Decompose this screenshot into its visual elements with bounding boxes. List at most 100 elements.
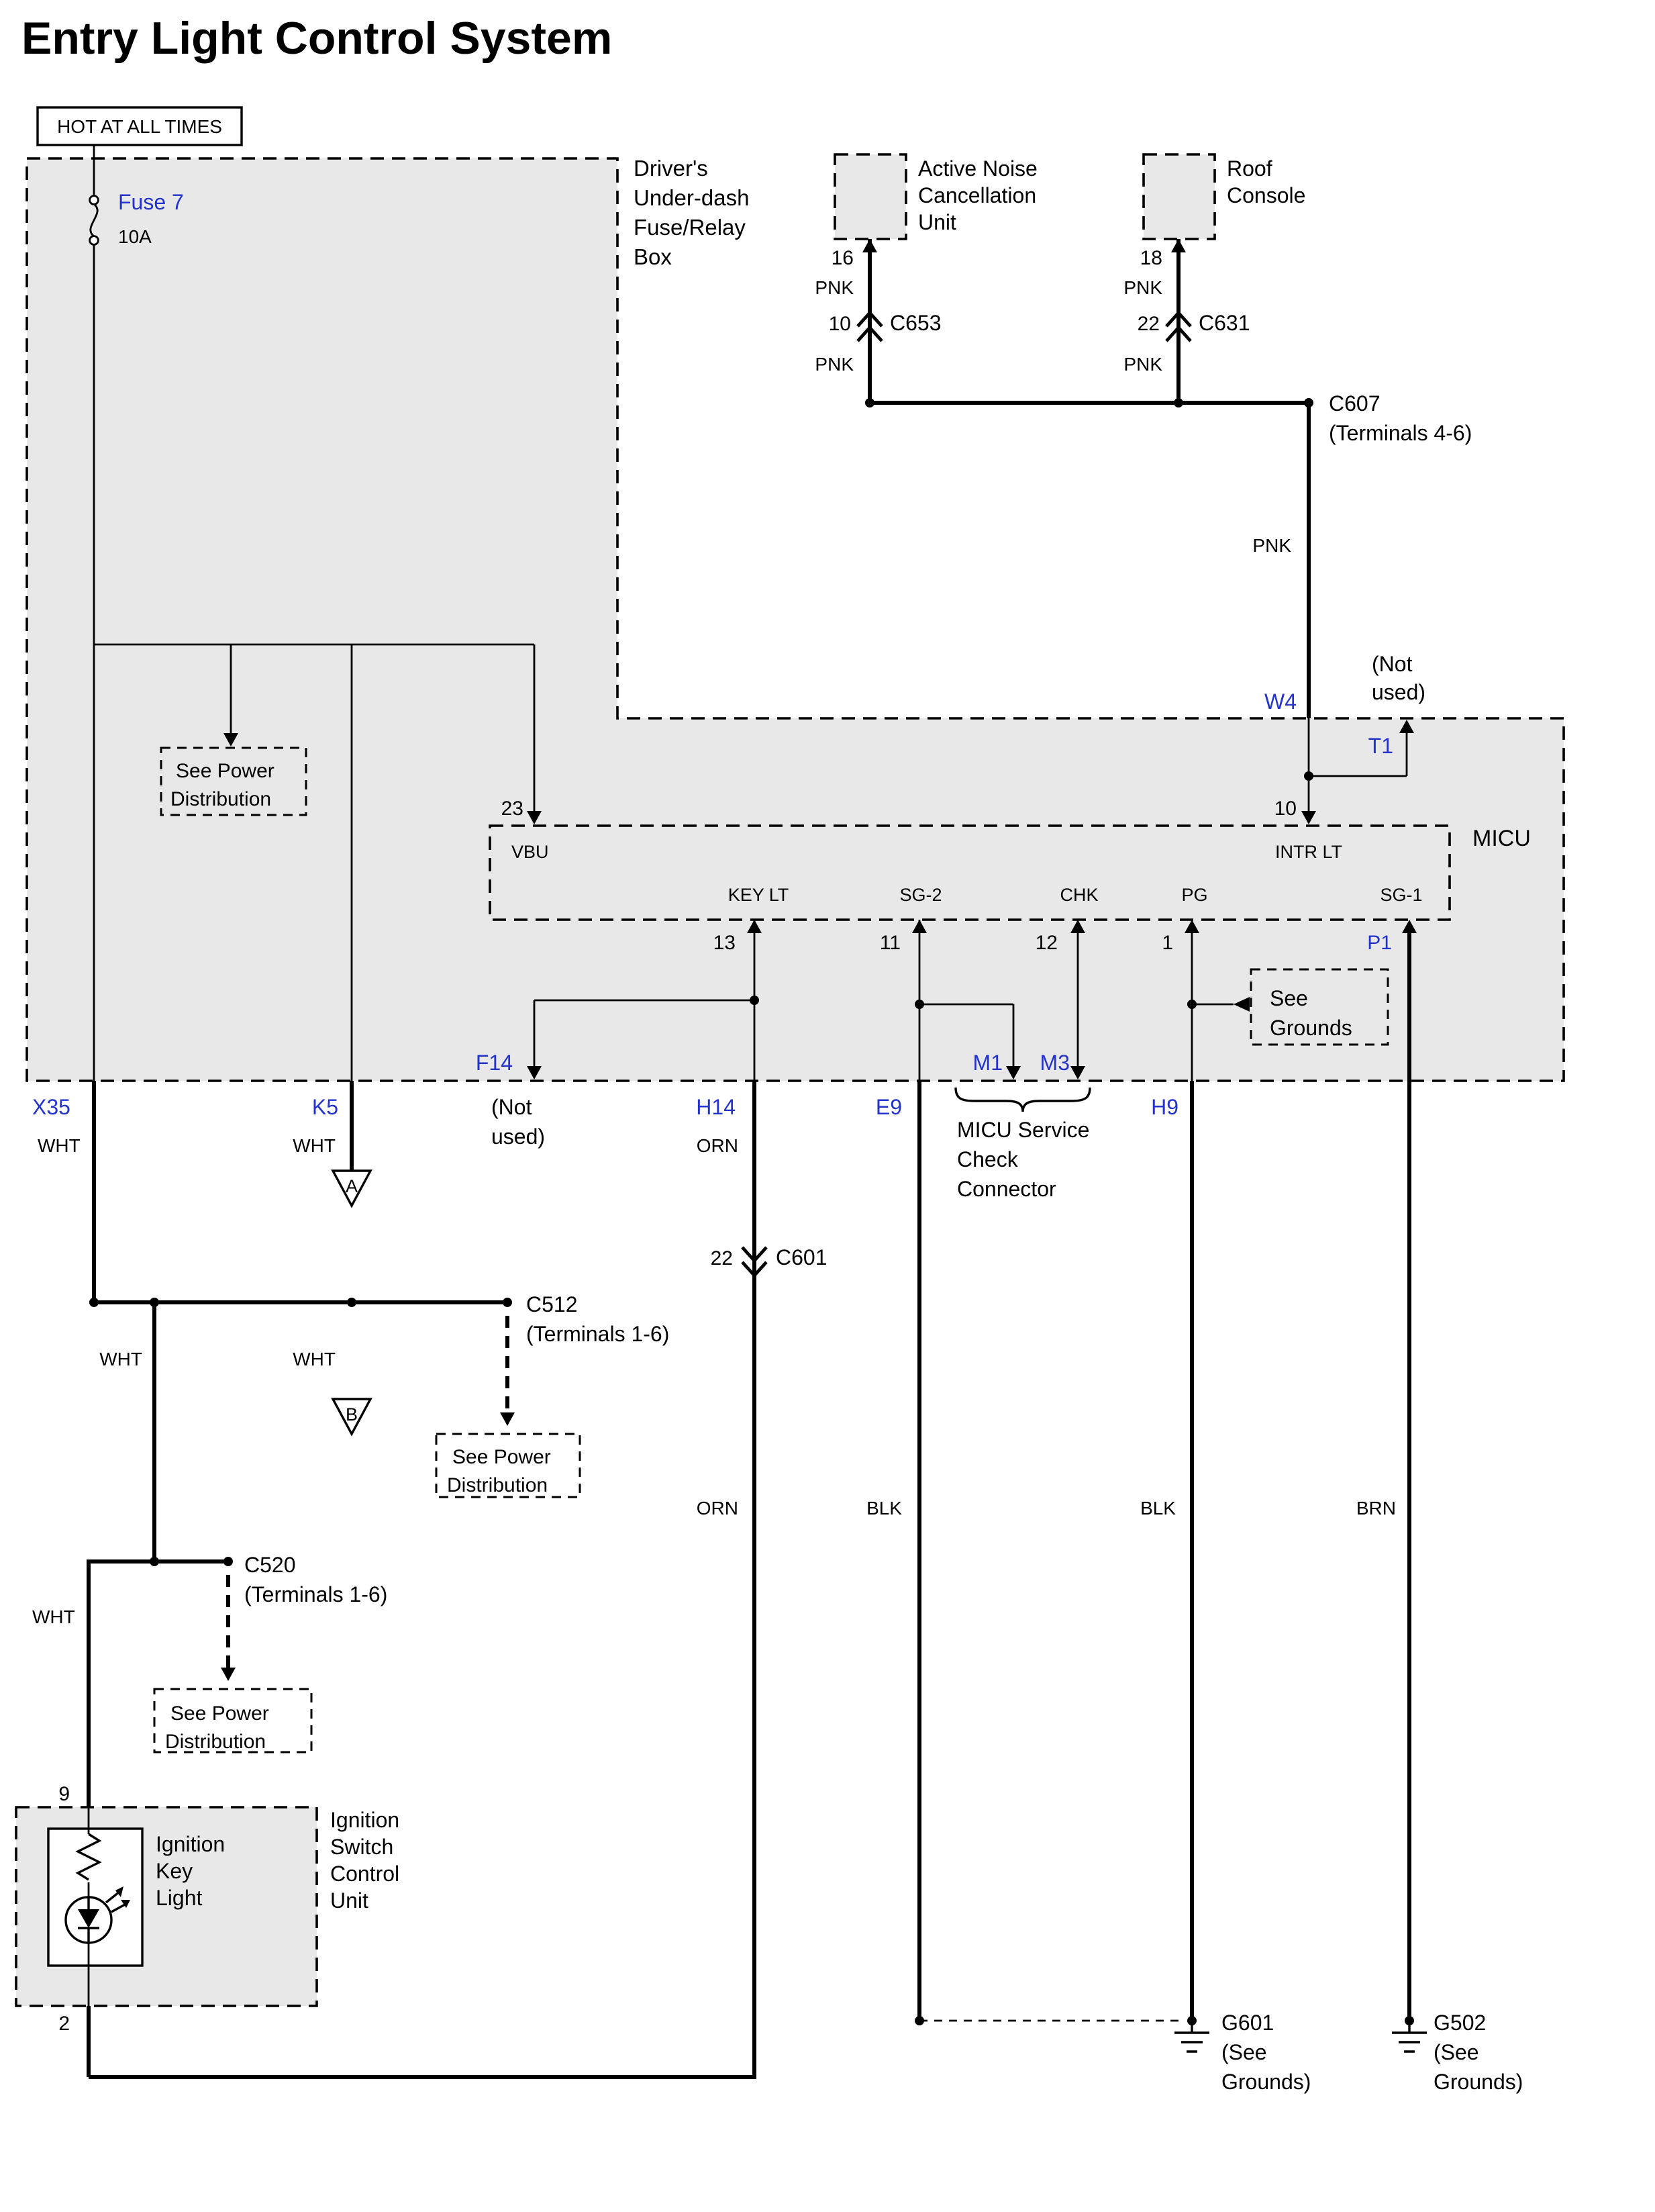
page-title: Entry Light Control System bbox=[21, 13, 612, 64]
ground-g601-grounds: Grounds) bbox=[1221, 2070, 1311, 2094]
connector-e9: E9 bbox=[876, 1095, 902, 1119]
fuse7-rating: 10A bbox=[118, 226, 152, 247]
see-power-top-line1: See Power bbox=[176, 760, 274, 782]
wire-color-blk-2: BLK bbox=[1140, 1498, 1176, 1519]
ignition-key-light-line2: Key bbox=[156, 1859, 193, 1883]
micu-pg-label: PG bbox=[1181, 885, 1207, 905]
resistor-symbol bbox=[75, 1833, 102, 1881]
fuse-relay-box-outline bbox=[26, 157, 1565, 1082]
wire-color-pnk-1: PNK bbox=[815, 277, 854, 298]
fuse7-label: Fuse 7 bbox=[118, 190, 184, 214]
ignition-key-light-line1: Ignition bbox=[156, 1832, 225, 1856]
micu-chk-label: CHK bbox=[1060, 885, 1098, 905]
wire-color-blk-1: BLK bbox=[866, 1498, 902, 1519]
micu-pin-10: 10 bbox=[1274, 798, 1297, 820]
roof-name-line1: Roof bbox=[1227, 156, 1272, 181]
inline-connector-symbols bbox=[741, 310, 1192, 1278]
fusebox-name-line2: Under-dash bbox=[634, 185, 749, 210]
arrowheads bbox=[221, 239, 1417, 1681]
micu-label: MICU bbox=[1472, 826, 1531, 851]
connector-h9: H9 bbox=[1151, 1095, 1178, 1119]
see-power-low-line1: See Power bbox=[170, 1702, 269, 1725]
see-power-distribution-box-top bbox=[160, 747, 307, 816]
ground-g502: G502 bbox=[1434, 2011, 1486, 2035]
anc-unit-box bbox=[834, 153, 907, 240]
ignition-switch-unit-line2: Switch bbox=[330, 1835, 393, 1859]
service-connector-line3: Connector bbox=[957, 1177, 1056, 1201]
external-wires bbox=[87, 239, 1411, 2079]
hot-at-all-times-box bbox=[36, 106, 243, 146]
ground-g502-grounds: Grounds) bbox=[1434, 2070, 1523, 2094]
fusebox-name-line3: Fuse/Relay bbox=[634, 215, 746, 240]
service-connector-line2: Check bbox=[957, 1147, 1019, 1171]
wire-color-wht-3: WHT bbox=[99, 1349, 142, 1369]
micu-keylt-label: KEY LT bbox=[728, 885, 789, 905]
connector-p1: P1 bbox=[1367, 932, 1392, 954]
t1-not-used-line2: used) bbox=[1372, 680, 1425, 704]
see-power-low-line2: Distribution bbox=[165, 1731, 266, 1753]
connector-x35: X35 bbox=[32, 1095, 70, 1119]
connector-c653: C653 bbox=[890, 311, 942, 335]
micu-pin-1: 1 bbox=[1162, 932, 1173, 954]
micu-intrlt-label: INTR LT bbox=[1275, 842, 1342, 862]
see-grounds-box bbox=[1250, 968, 1389, 1046]
hot-at-all-times-label: HOT AT ALL TIMES bbox=[57, 116, 222, 137]
junction-dots bbox=[89, 398, 1414, 2025]
see-power-mid-line1: See Power bbox=[452, 1446, 551, 1468]
wire-color-wht-4: WHT bbox=[293, 1349, 336, 1369]
see-power-distribution-box-low bbox=[153, 1688, 313, 1753]
roof-name-line2: Console bbox=[1227, 183, 1305, 207]
connector-c607: C607 bbox=[1329, 391, 1381, 416]
triangle-b-label: B bbox=[346, 1404, 358, 1425]
connector-t1: T1 bbox=[1368, 734, 1393, 758]
ground-g502-see: (See bbox=[1434, 2040, 1479, 2064]
ignition-switch-unit-line1: Ignition bbox=[330, 1808, 399, 1832]
micu-sg1-label: SG-1 bbox=[1380, 885, 1422, 905]
f14-not-used-line2: used) bbox=[491, 1124, 545, 1149]
ignition-lamp-symbol bbox=[64, 1833, 130, 1944]
roof-console-box bbox=[1142, 153, 1216, 240]
micu-sg2-label: SG-2 bbox=[899, 885, 942, 905]
ground-g601: G601 bbox=[1221, 2011, 1274, 2035]
ground-g601-see: (See bbox=[1221, 2040, 1267, 2064]
service-connector-line1: MICU Service bbox=[957, 1118, 1089, 1142]
connector-f14: F14 bbox=[476, 1051, 513, 1075]
ignition-switch-unit-line4: Unit bbox=[330, 1888, 368, 1913]
triangle-a-label: A bbox=[346, 1176, 358, 1196]
roof-pin18: 18 bbox=[1140, 247, 1162, 269]
fuse-symbol bbox=[89, 195, 99, 246]
connector-c520-terminals: (Terminals 1-6) bbox=[244, 1582, 387, 1606]
fusebox-name-line4: Box bbox=[634, 244, 672, 269]
wire-color-pnk-4: PNK bbox=[1123, 354, 1162, 375]
connector-c631: C631 bbox=[1199, 311, 1250, 335]
anc-name-line2: Cancellation bbox=[918, 183, 1036, 207]
triangle-connector-b: B bbox=[331, 1398, 372, 1437]
see-power-mid-line2: Distribution bbox=[447, 1474, 548, 1496]
micu-pin-13: 13 bbox=[713, 932, 736, 954]
connector-w4: W4 bbox=[1264, 689, 1297, 714]
micu-pin-12: 12 bbox=[1036, 932, 1058, 954]
connector-m3: M3 bbox=[1040, 1051, 1070, 1075]
see-power-distribution-box-mid bbox=[435, 1433, 581, 1498]
ignition-pin-2: 2 bbox=[58, 2013, 70, 2035]
anc-pin16: 16 bbox=[832, 247, 854, 269]
see-power-top-line2: Distribution bbox=[170, 788, 271, 810]
c601-pin22: 22 bbox=[711, 1247, 733, 1269]
fusebox-name-line1: Driver's bbox=[634, 156, 708, 181]
see-grounds-line1: See bbox=[1270, 986, 1308, 1010]
connector-c607-terminals: (Terminals 4-6) bbox=[1329, 421, 1472, 445]
micu-pin-23: 23 bbox=[501, 798, 523, 820]
micu-pin-11: 11 bbox=[880, 932, 901, 954]
connector-c520: C520 bbox=[244, 1553, 296, 1577]
connector-k5: K5 bbox=[312, 1095, 338, 1119]
t1-not-used-line1: (Not bbox=[1372, 652, 1413, 676]
wire-color-orn-1: ORN bbox=[697, 1135, 738, 1156]
connector-m1: M1 bbox=[973, 1051, 1003, 1075]
connector-c512-terminals: (Terminals 1-6) bbox=[526, 1322, 669, 1346]
service-connector-brace bbox=[954, 1087, 1091, 1112]
f14-not-used-line1: (Not bbox=[491, 1095, 532, 1119]
see-grounds-line2: Grounds bbox=[1270, 1016, 1352, 1040]
anc-name-line1: Active Noise bbox=[918, 156, 1038, 181]
